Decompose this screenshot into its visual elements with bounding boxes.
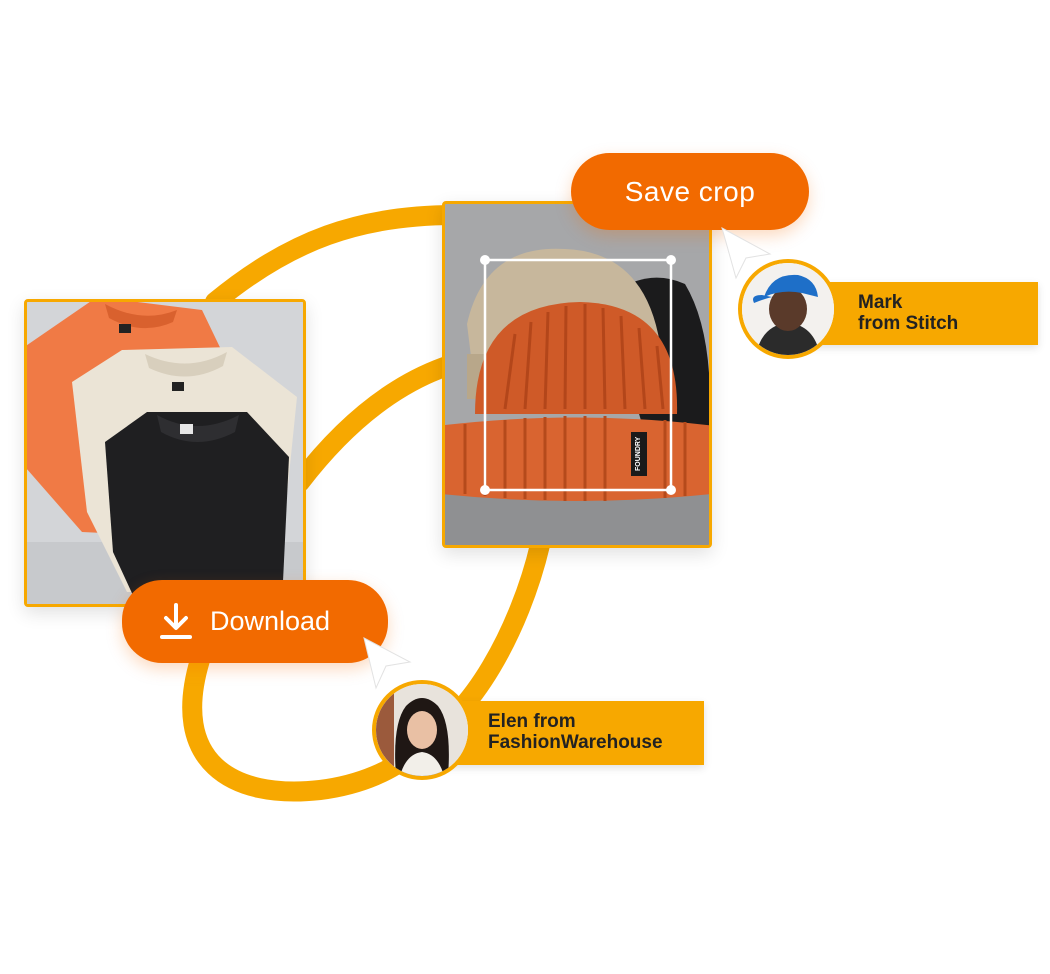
download-label: Download — [210, 606, 331, 636]
collaborator-company: from Stitch — [858, 313, 959, 334]
save-crop-label: Save crop — [624, 175, 756, 207]
beanie-tag-text: FOUNDRY — [635, 436, 642, 472]
collaborator-name: Mark — [858, 292, 903, 313]
collaborator-company: FashionWarehouse — [488, 732, 663, 753]
pointer-cursor-icon — [363, 637, 412, 690]
avatar-elen — [372, 680, 472, 780]
beanie-product-image[interactable]: FOUNDRY — [442, 201, 712, 548]
avatar-mark-portrait — [742, 263, 834, 355]
collaborator-name: Elen from — [488, 711, 576, 732]
avatar-mark — [738, 259, 838, 359]
beanie-illustration — [445, 204, 709, 545]
download-button[interactable]: Download — [122, 580, 388, 663]
pointer-cursor-icon — [721, 226, 772, 280]
tshirt-product-image[interactable] — [24, 299, 306, 607]
collaborator-label-elen: Elen from FashionWarehouse — [425, 701, 704, 765]
avatar-elen-portrait — [376, 684, 468, 776]
tshirt-stack-illustration — [27, 302, 303, 604]
save-crop-button[interactable]: Save crop — [571, 153, 809, 230]
download-icon — [160, 602, 192, 639]
